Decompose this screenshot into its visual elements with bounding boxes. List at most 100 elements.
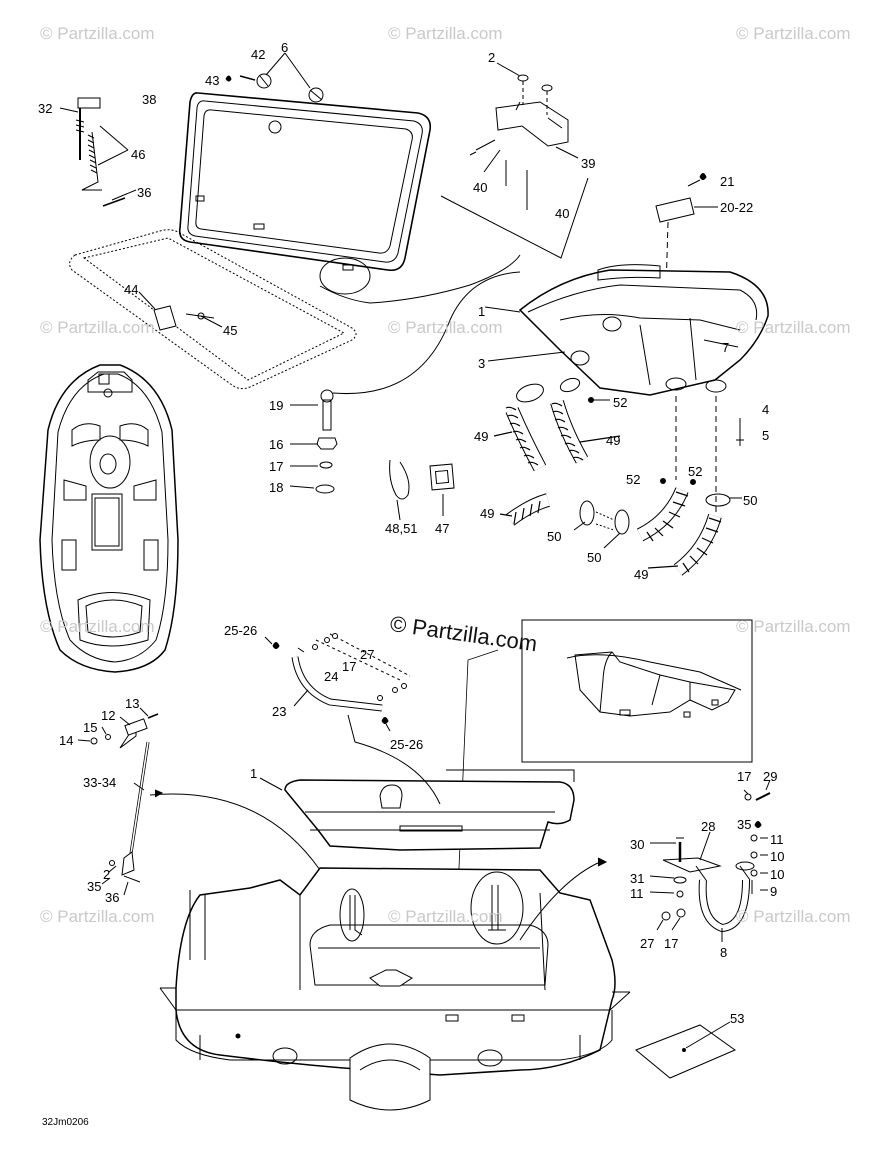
bracket-39 (440, 62, 589, 259)
gas-strut-33-34 (77, 707, 159, 896)
callout-c3: 3 (478, 356, 486, 371)
diagram-code: 32Jm0206 (42, 1117, 89, 1128)
callout-c10b: 10 (770, 867, 785, 882)
callout-curve-lid (319, 254, 521, 304)
storage-opening-outline (69, 229, 357, 390)
grab-handle-23 (264, 633, 411, 732)
partzilla-watermark: © Partzilla.com (736, 907, 851, 926)
callout-c7: 7 (722, 340, 730, 355)
callout-c36b: 36 (105, 890, 120, 905)
callout-c8: 8 (720, 945, 728, 960)
callout-c10a: 10 (770, 849, 785, 864)
callout-c2b: 2 (103, 867, 111, 882)
callout-c49c: 49 (480, 506, 495, 521)
callout-c28: 28 (701, 819, 716, 834)
callout-c46: 46 (131, 147, 146, 162)
u-bracket-8 (649, 779, 771, 942)
rear-storage-tub (484, 264, 769, 396)
callout-c43: 43 (205, 73, 220, 88)
spring-bracket (59, 97, 137, 207)
detail-circle (319, 257, 371, 295)
callout-c47: 47 (435, 521, 450, 536)
callout-c53: 53 (730, 1011, 745, 1026)
callout-c1b: 1 (250, 766, 258, 781)
callout-c52c: 52 (688, 464, 703, 479)
callout-c1a: 1 (478, 304, 486, 319)
callout-c40a: 40 (473, 180, 488, 195)
callout-c9: 9 (770, 884, 778, 899)
callout-c23: 23 (272, 704, 287, 719)
callout-c42: 42 (251, 47, 266, 62)
plate-53 (635, 1021, 737, 1079)
partzilla-watermark: © Partzilla.com (40, 617, 155, 636)
callout-c52b: 52 (626, 472, 641, 487)
callout-c2022: 20-22 (720, 200, 754, 215)
callout-c18: 18 (269, 480, 284, 495)
clip-44-45 (138, 291, 223, 331)
callout-c5: 5 (762, 428, 770, 443)
partzilla-watermark: © Partzilla.com (736, 318, 851, 337)
callout-c49b: 49 (606, 433, 621, 448)
callout-c50b: 50 (547, 529, 562, 544)
partzilla-watermark: © Partzilla.com (40, 24, 155, 43)
callout-c21: 21 (720, 174, 735, 189)
callout-c49d: 49 (634, 567, 649, 582)
callout-c11a: 11 (770, 832, 784, 847)
callout-c40b: 40 (555, 206, 570, 221)
callout-c15: 15 (83, 720, 98, 735)
clamps-50-52 (516, 377, 744, 549)
callout-c2526a: 25-26 (224, 623, 258, 638)
fastener-stack-19 (289, 389, 338, 494)
partzilla-watermark: © Partzilla.com (388, 24, 503, 43)
hull-top-view (39, 364, 179, 673)
callout-c52a: 52 (613, 395, 628, 410)
callout-c44: 44 (124, 282, 139, 297)
straps-47-48 (389, 459, 455, 521)
callout-c31: 31 (630, 871, 645, 886)
callout-c17c: 17 (737, 769, 752, 784)
callout-c32: 32 (38, 101, 53, 116)
callout-c2a: 2 (488, 50, 496, 65)
callout-c17d: 17 (664, 936, 679, 951)
callout-curve-strut (149, 793, 321, 871)
callout-c35b: 35 (87, 879, 102, 894)
callout-c27b: 27 (640, 936, 655, 951)
callout-c12: 12 (101, 708, 116, 723)
callout-c45: 45 (223, 323, 238, 338)
storage-lid-frame (178, 92, 432, 272)
callout-c4: 4 (762, 402, 770, 417)
partzilla-watermark: © Partzilla.com (40, 318, 155, 337)
callout-c29: 29 (763, 769, 778, 784)
callout-c3334: 33-34 (83, 775, 117, 790)
callout-c27a: 27 (360, 647, 375, 662)
callout-c50a: 50 (743, 493, 758, 508)
partzilla-watermark: © Partzilla.com (736, 617, 851, 636)
callout-c11b: 11 (630, 886, 644, 901)
callout-c38: 38 (142, 92, 157, 107)
hull-rear-view (159, 714, 631, 1111)
callout-c17b: 17 (342, 659, 357, 674)
callout-c49a: 49 (474, 429, 489, 444)
callout-c50c: 50 (587, 550, 602, 565)
lid-latch-knobs (225, 52, 324, 103)
callout-curve-19 (332, 271, 521, 395)
callout-c16: 16 (269, 437, 284, 452)
callout-c19: 19 (269, 398, 284, 413)
callout-c39: 39 (581, 156, 596, 171)
callout-c4851: 48,51 (385, 521, 418, 536)
partzilla-watermark: © Partzilla.com (40, 907, 155, 926)
callout-c36a: 36 (137, 185, 152, 200)
hoses-49 (493, 400, 722, 576)
callout-c17a: 17 (269, 459, 284, 474)
callout-c30: 30 (630, 837, 645, 852)
callout-c24: 24 (324, 669, 339, 684)
callout-c2526b: 25-26 (390, 737, 424, 752)
partzilla-watermark: © Partzilla.com (388, 318, 503, 337)
callout-c6: 6 (281, 40, 289, 55)
callout-c35a: 35 (737, 817, 752, 832)
callout-c13: 13 (125, 696, 140, 711)
partzilla-watermark: © Partzilla.com (736, 24, 851, 43)
partzilla-watermark: © Partzilla.com (388, 907, 503, 926)
callout-c14: 14 (59, 733, 74, 748)
